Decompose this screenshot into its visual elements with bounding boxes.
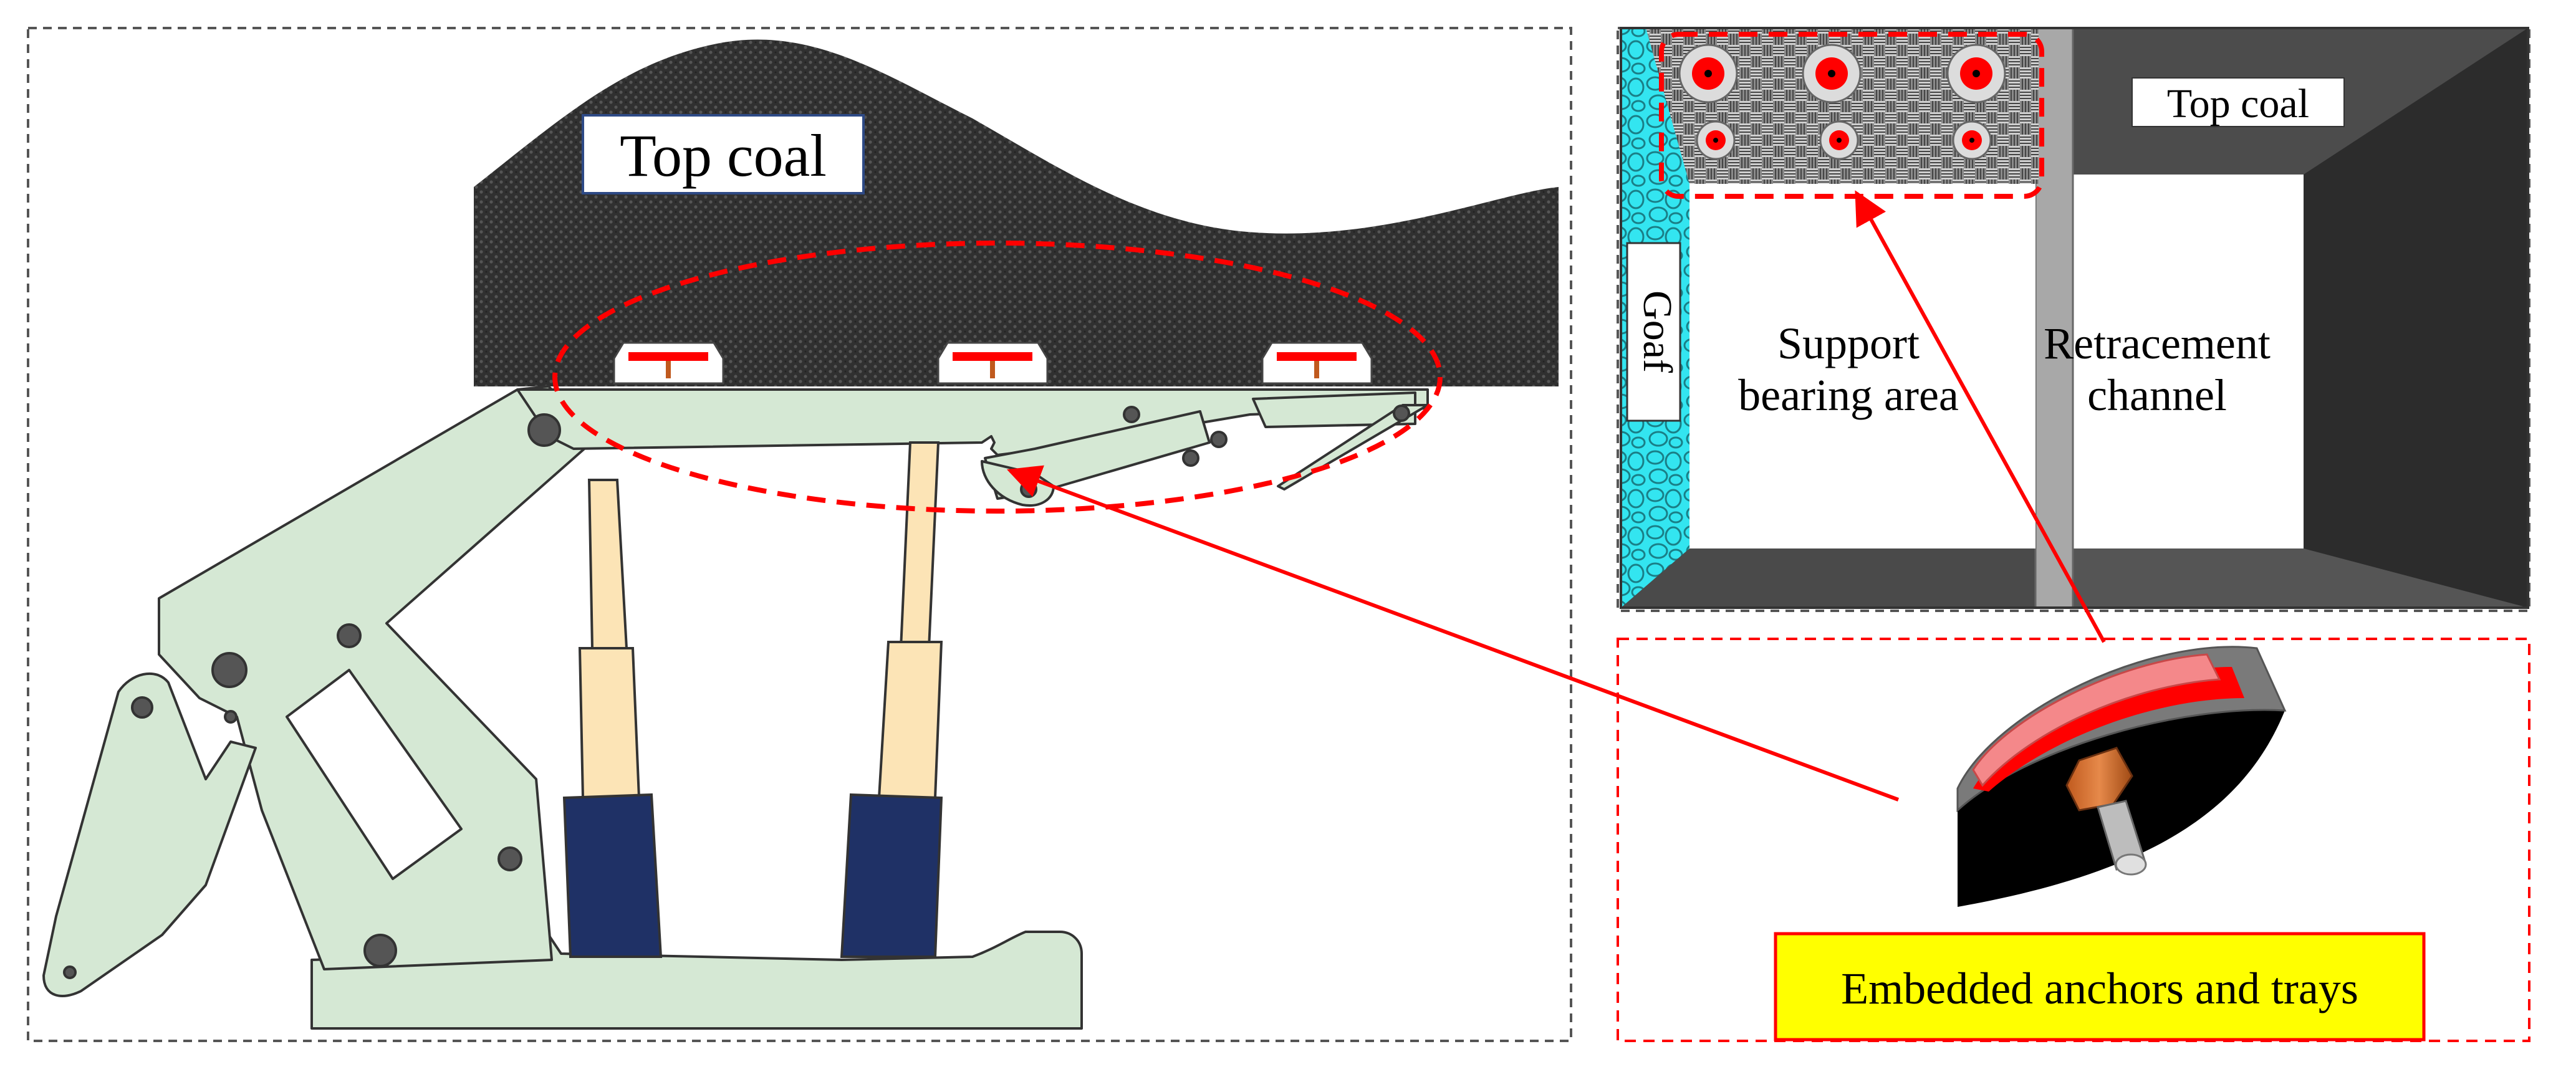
highlight-box-anchors [1659, 32, 2044, 199]
support-base [310, 924, 1083, 1030]
svg-text:Top coal: Top coal [620, 122, 827, 189]
top-coal-label-right: Top coal [2131, 77, 2345, 127]
embedded-anchors-label: Embedded anchors and trays [1774, 932, 2426, 1042]
svg-text:Embedded anchors and trays: Embedded anchors and trays [1841, 964, 2358, 1013]
tail-linkage [42, 672, 257, 997]
anchor-head [1802, 44, 1862, 103]
support-bearing-area-label: Support bearing area [1738, 318, 1959, 420]
top-coal-label-left: Top coal [582, 114, 865, 194]
retracement-channel-label: Retracement channel [2044, 318, 2271, 420]
tray-left [613, 342, 724, 385]
hydraulic-leg-front [840, 441, 943, 958]
svg-text:bearing area: bearing area [1738, 370, 1959, 420]
highlight-ellipse-left [552, 241, 1443, 514]
tray-detail [1956, 646, 2287, 907]
roadway-3d-view [1620, 27, 2529, 609]
callout-arrow-to-roof [1855, 190, 2106, 643]
svg-text:channel: channel [2087, 370, 2227, 420]
anchor-head [1678, 44, 1738, 103]
hydraulic-leg-rear [562, 479, 663, 958]
anchor-head [1946, 44, 2006, 103]
shield-opening [286, 669, 463, 880]
left-panel-frame [27, 27, 1572, 1042]
svg-text:Top coal: Top coal [2167, 81, 2309, 127]
svg-text:Support: Support [1777, 318, 1920, 368]
caving-shield [158, 385, 600, 970]
anchor-head [1819, 120, 1859, 160]
hydraulic-support [42, 385, 1429, 1030]
goaf-label: Goaf [1626, 242, 1681, 422]
callout-arrow-to-canopy [1006, 465, 1900, 802]
svg-text:Retracement: Retracement [2044, 318, 2271, 368]
tray-middle [937, 342, 1049, 385]
anchor-heads-roof [1678, 44, 2006, 160]
anchor-head [1952, 120, 1992, 160]
svg-text:Goaf: Goaf [1635, 290, 1680, 373]
tray-right [1261, 342, 1373, 385]
anchor-head [1696, 120, 1736, 160]
top-coal-mass [474, 39, 1559, 386]
